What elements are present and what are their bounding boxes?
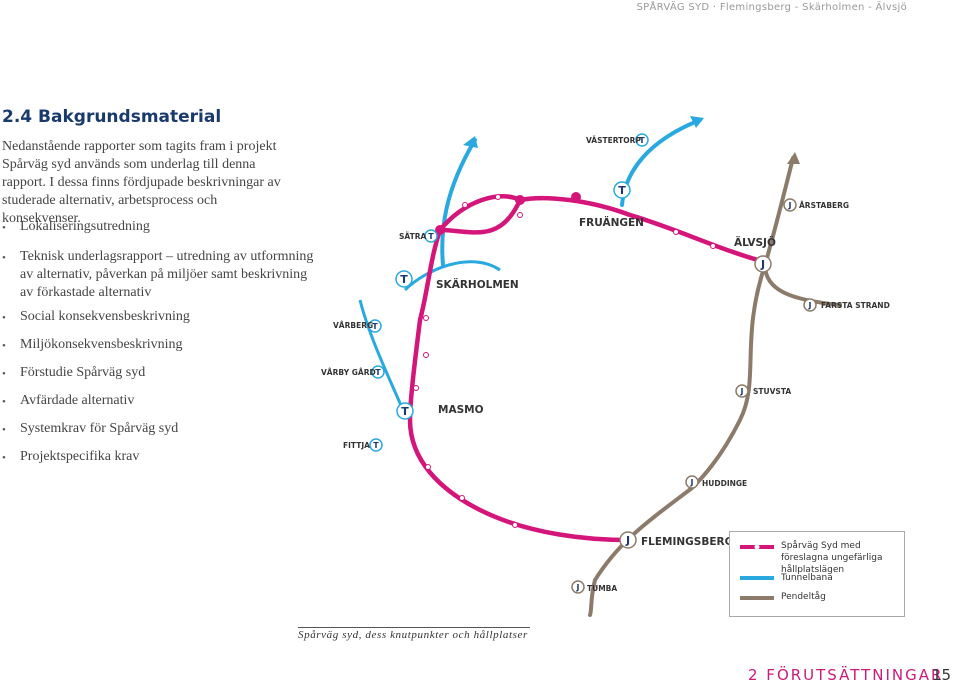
station-label-huddinge: HUDDINGE: [702, 479, 747, 488]
svg-text:T: T: [618, 184, 626, 197]
tunnelbana-line-north: [440, 138, 477, 267]
stop-dot: [423, 315, 429, 321]
station-label-alvsjo: ÄLVSJÖ: [734, 235, 776, 249]
station-label-varby-gard: VÅRBY GÅRD: [321, 368, 376, 377]
sparvag-line-south: [407, 229, 629, 543]
svg-text:J: J: [760, 258, 765, 271]
station-label-satra: SÄTRA: [399, 232, 427, 241]
stop-dot: [512, 522, 518, 528]
legend-swatches: [740, 544, 774, 600]
svg-text:J: J: [625, 534, 630, 547]
station-label-flemingsberg: FLEMINGSBERG: [641, 536, 733, 548]
sparvag-line-branch: [439, 199, 523, 235]
stop-dot: [517, 212, 523, 218]
svg-text:T: T: [401, 405, 409, 418]
svg-text:J: J: [740, 387, 744, 396]
intro-paragraph: Nedanstående rapporter som tagits fram i…: [2, 139, 281, 226]
t-symbols: T T T T T T T T: [368, 133, 649, 452]
svg-text:J: J: [808, 301, 812, 310]
tunnelbana-line-skarholmen: [403, 260, 501, 292]
station-label-arstaberg: ÅRSTABERG: [799, 201, 849, 210]
tunnelbana-line-west: [358, 299, 407, 416]
arrow-icon: [690, 116, 704, 128]
hub-fruangen: [571, 192, 581, 202]
svg-text:J: J: [576, 583, 580, 592]
stop-dot: [495, 194, 501, 200]
station-label-tumba: TUMBA: [587, 584, 617, 593]
station-label-stuvsta: STUVSTA: [753, 387, 791, 396]
station-label-vastertorp: VÄSTERTORP: [586, 136, 641, 145]
bullet-icon: •: [2, 368, 6, 380]
bullet-icon: •: [2, 222, 6, 234]
stop-dot: [710, 243, 716, 249]
station-label-masmo: MASMO: [438, 404, 484, 416]
arrow-icon: [787, 152, 800, 164]
page-number: 15: [932, 666, 952, 684]
station-label-farsta-strand: FARSTA STRAND: [821, 301, 890, 310]
station-label-varberg: VÅRBERG: [333, 321, 373, 330]
sparvag-line-north: [438, 194, 766, 265]
svg-text:T: T: [400, 273, 408, 286]
tunnelbana-line-fruangen: [620, 118, 702, 207]
bullet-icon: •: [2, 312, 6, 324]
svg-text:T: T: [372, 322, 378, 331]
bullet-icon: •: [2, 252, 6, 264]
bullet-icon: •: [2, 340, 6, 352]
station-label-skarholmen: SKÄRHOLMEN: [436, 277, 519, 291]
pendeltag-line-north: [763, 156, 795, 267]
legend-label-tunnelbana: Tunnelbana: [781, 573, 833, 583]
svg-text:T: T: [428, 232, 434, 241]
legend-label-sparvag: Spårväg Syd med föreslagna ungefärliga h…: [781, 541, 883, 575]
arrow-icon: [463, 136, 478, 148]
svg-text:T: T: [375, 368, 381, 377]
station-label-fittja: FITTJA: [343, 441, 370, 450]
footer-chapter: 2 FÖRUTSÄTTNINGAR: [748, 666, 944, 684]
sparvag-stops: [413, 194, 716, 528]
bullet-icon: •: [2, 396, 6, 408]
bullet-icon: •: [2, 424, 6, 436]
stop-dot: [425, 464, 431, 470]
hub-satra: [435, 225, 445, 235]
stop-dot: [754, 544, 760, 550]
stop-dot: [462, 202, 468, 208]
station-label-fruangen: FRUÄNGEN: [579, 215, 644, 229]
bullet-icon: •: [2, 452, 6, 464]
stop-dot: [673, 229, 679, 235]
stop-dot: [413, 385, 419, 391]
svg-text:J: J: [788, 201, 792, 210]
running-header: SPÅRVÄG SYD · Flemingsberg - Skärholmen …: [636, 2, 907, 13]
stop-dot: [459, 495, 465, 501]
figure-caption: Spårväg syd, dess knutpunkter och hållpl…: [298, 627, 530, 641]
svg-text:T: T: [373, 441, 379, 450]
pendeltag-line-farsta: [763, 263, 842, 307]
j-symbols: J J J J J J J: [571, 198, 817, 594]
map-legend: Spårväg Syd med föreslagna ungefärliga h…: [729, 531, 905, 617]
section-title: 2.4 Bakgrundsmaterial: [2, 107, 222, 127]
stop-dot: [423, 352, 429, 358]
legend-label-pendeltag: Pendeltåg: [781, 592, 826, 602]
svg-text:J: J: [690, 478, 694, 487]
hub-skarholmen: [515, 195, 525, 205]
svg-text:T: T: [639, 136, 645, 145]
